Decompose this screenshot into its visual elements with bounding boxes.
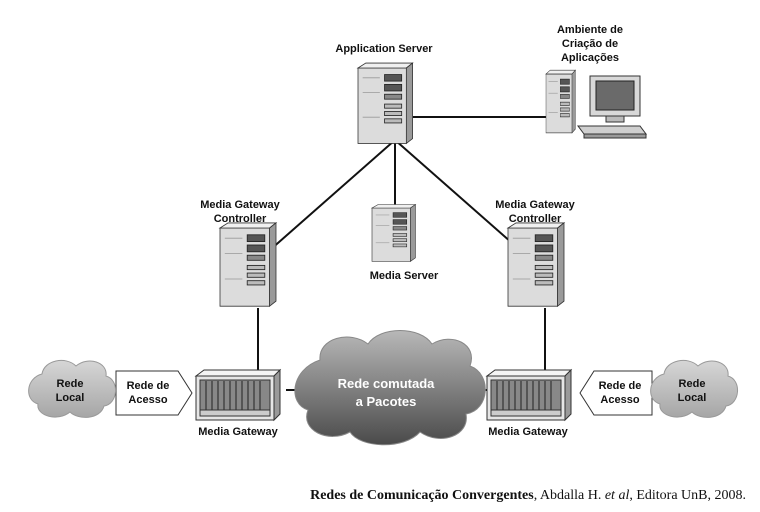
media-server-label: Media Server [370,270,439,282]
media-gateway-controller-right-icon [507,222,565,307]
packet-network-label-line1: Rede comutada [338,376,436,391]
caption-authors: , Abdalla H. [533,488,605,503]
access-network-right-arrow [579,370,653,416]
app-env-label-line2: Criação de [562,38,618,50]
application-server-icon [357,62,414,144]
app-env-label-line1: Ambiente de [557,24,623,36]
app-env-label-line3: Aplicações [561,52,619,64]
mg-left-label: Media Gateway [198,426,278,438]
workstation-icon [545,69,647,139]
media-server-icon [371,204,416,262]
media-gateway-controller-left-icon [219,222,277,307]
application-server-label: Application Server [335,43,433,55]
access-right-label-line2: Acesso [600,394,639,406]
access-left-label-line2: Acesso [128,394,167,406]
mg-right-label: Media Gateway [488,426,568,438]
packet-network-label-line2: a Pacotes [356,394,417,409]
local-network-left-cloud [28,359,116,418]
local-right-label-line1: Rede [679,378,706,390]
access-left-label-line1: Rede de [127,380,170,392]
mgc-right-label-line1: Media Gateway [495,199,575,211]
caption-publisher: , Editora UnB, 2008. [629,488,746,503]
caption-title: Redes de Comunicação Convergentes [310,488,534,503]
local-right-label-line2: Local [678,392,707,404]
media-gateway-right-icon [486,369,572,421]
caption-etal: et al [604,488,630,503]
media-gateway-left-icon [195,369,281,421]
figure-caption: Redes de Comunicação Convergentes, Abdal… [310,488,746,504]
connection-lines [257,116,548,391]
access-right-label-line1: Rede de [599,380,642,392]
local-network-right-cloud [650,359,738,418]
local-left-label-line1: Rede [57,378,84,390]
mgc-right-label-line2: Controller [509,213,562,225]
packet-network-cloud [294,330,486,446]
access-network-left-arrow [115,370,193,416]
local-left-label-line2: Local [56,392,85,404]
mgc-left-label-line2: Controller [214,213,267,225]
mgc-left-label-line1: Media Gateway [200,199,280,211]
